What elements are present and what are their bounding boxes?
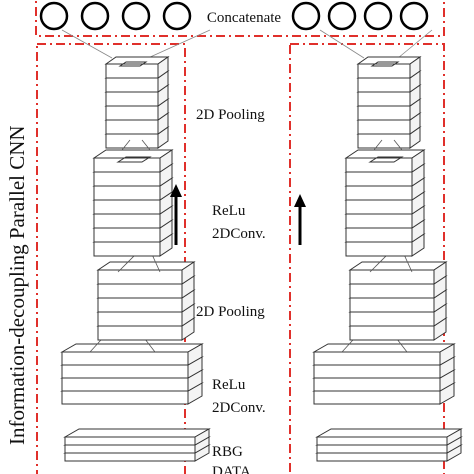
layer-slab-front: [345, 213, 413, 229]
layer-slab-front: [313, 390, 441, 405]
layer-slab-side: [194, 428, 210, 446]
layer-slab-front: [316, 452, 448, 462]
layer-slab-front: [349, 283, 435, 299]
layer-slab-front: [357, 77, 411, 93]
layer-slab-front: [349, 269, 435, 285]
layer-slab-side: [157, 56, 169, 79]
layer-slab-side: [409, 56, 421, 79]
layer-slab-front: [61, 351, 189, 366]
layer-slab-front: [64, 436, 196, 446]
layer-slab-front: [345, 185, 413, 201]
layer-slab-front: [97, 269, 183, 285]
connector-line: [141, 139, 151, 151]
concat-node: [39, 1, 69, 31]
vertical-title: Information-decoupling Parallel CNN: [5, 125, 29, 445]
layer-slab-side: [433, 261, 447, 285]
label-input-rgb: RBG: [212, 444, 243, 460]
layer-slab-front: [313, 351, 441, 366]
concat-node: [399, 1, 429, 31]
layer-slab-front: [93, 213, 161, 229]
right-layer-stack: [312, 56, 463, 462]
kernel-patch: [118, 61, 148, 67]
layer-slab-side: [446, 428, 462, 446]
layer-slab-front: [316, 436, 448, 446]
label-pool-mid: 2D Pooling: [196, 304, 265, 320]
layer-slab-side: [439, 343, 455, 366]
concat-node: [121, 1, 151, 31]
layer-slab-front: [313, 364, 441, 379]
layer-slab-front: [345, 171, 413, 187]
layer-slab-front: [357, 105, 411, 121]
layer-slab-front: [357, 133, 411, 149]
layer-slab-front: [97, 283, 183, 299]
layer-slab-top: [315, 428, 463, 438]
layer-slab-front: [313, 377, 441, 392]
layer-slab-front: [93, 241, 161, 257]
concat-node: [327, 1, 357, 31]
layer-slab-front: [345, 199, 413, 215]
layer-slab-front: [357, 91, 411, 107]
concat-circles-left: [39, 1, 192, 31]
layer-slab-front: [97, 297, 183, 313]
concat-circles-right: [291, 1, 429, 31]
layer-slab-front: [61, 390, 189, 405]
label-conv-bottom: 2DConv.: [212, 400, 266, 416]
connector-line: [121, 139, 131, 151]
layer-slab-side: [187, 343, 203, 366]
layer-slab-front: [93, 171, 161, 187]
layer-slab-side: [159, 149, 173, 173]
layer-slab-front: [316, 444, 448, 454]
layer-slab-front: [349, 311, 435, 327]
layer-slab-top: [63, 428, 211, 438]
left-layer-stack: [60, 56, 211, 462]
concat-node: [162, 1, 192, 31]
layer-slab-front: [105, 119, 159, 135]
layer-slab-front: [349, 325, 435, 341]
layer-slab-front: [64, 452, 196, 462]
label-pool-top: 2D Pooling: [196, 107, 265, 123]
concatenate-box: [35, 0, 445, 37]
layer-slab-front: [93, 199, 161, 215]
layer-slab-top: [96, 261, 196, 271]
kernel-patch: [368, 156, 404, 163]
layer-slab-front: [105, 105, 159, 121]
connector-line: [373, 139, 383, 151]
layer-slab-front: [357, 119, 411, 135]
layer-slab-front: [105, 91, 159, 107]
layer-slab-front: [105, 77, 159, 93]
layer-slab-front: [64, 444, 196, 454]
concat-node: [291, 1, 321, 31]
layer-slab-front: [93, 157, 161, 173]
kernel-patch: [116, 156, 152, 163]
layer-slab-front: [97, 325, 183, 341]
layer-slab-side: [411, 149, 425, 173]
label-input-data: DATA: [212, 464, 251, 474]
layer-slab-front: [61, 364, 189, 379]
layer-slab-top: [348, 261, 448, 271]
layer-slab-front: [61, 377, 189, 392]
layer-slab-front: [93, 185, 161, 201]
kernel-patch: [370, 61, 400, 67]
label-relu-bottom: ReLu: [212, 377, 246, 393]
flow-arrow-right: [294, 194, 306, 245]
layer-slab-front: [349, 297, 435, 313]
layer-slab-top: [312, 343, 456, 353]
flow-arrow-left: [170, 184, 182, 245]
concat-node: [80, 1, 110, 31]
connector-line: [393, 139, 403, 151]
label-relu-top: ReLu: [212, 203, 246, 219]
concat-node: [363, 1, 393, 31]
layer-slab-front: [345, 227, 413, 243]
layer-slab-front: [93, 227, 161, 243]
layer-slab-side: [181, 261, 195, 285]
concatenate-label: Concatenate: [207, 10, 281, 26]
concat-connectors: [61, 29, 433, 59]
label-conv-top: 2DConv.: [212, 226, 266, 242]
layer-slab-front: [97, 311, 183, 327]
layer-slab-top: [60, 343, 204, 353]
layer-slab-front: [345, 241, 413, 257]
layer-slab-front: [345, 157, 413, 173]
layer-slab-front: [105, 133, 159, 149]
